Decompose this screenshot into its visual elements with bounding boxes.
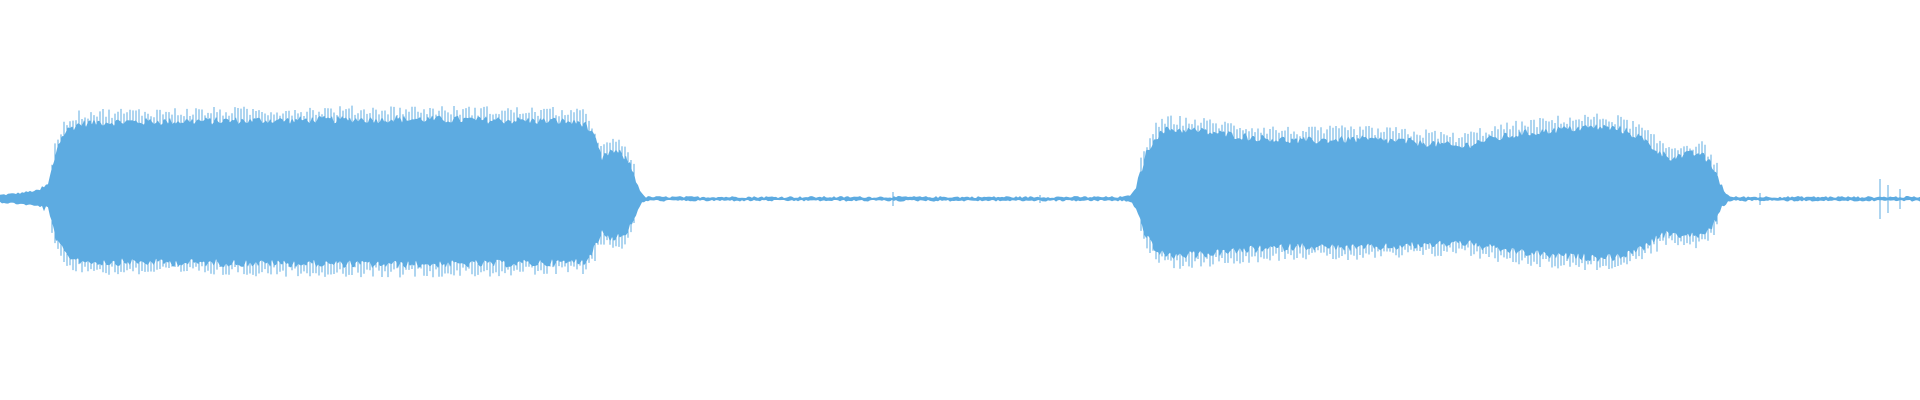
waveform-envelope (0, 115, 1920, 269)
